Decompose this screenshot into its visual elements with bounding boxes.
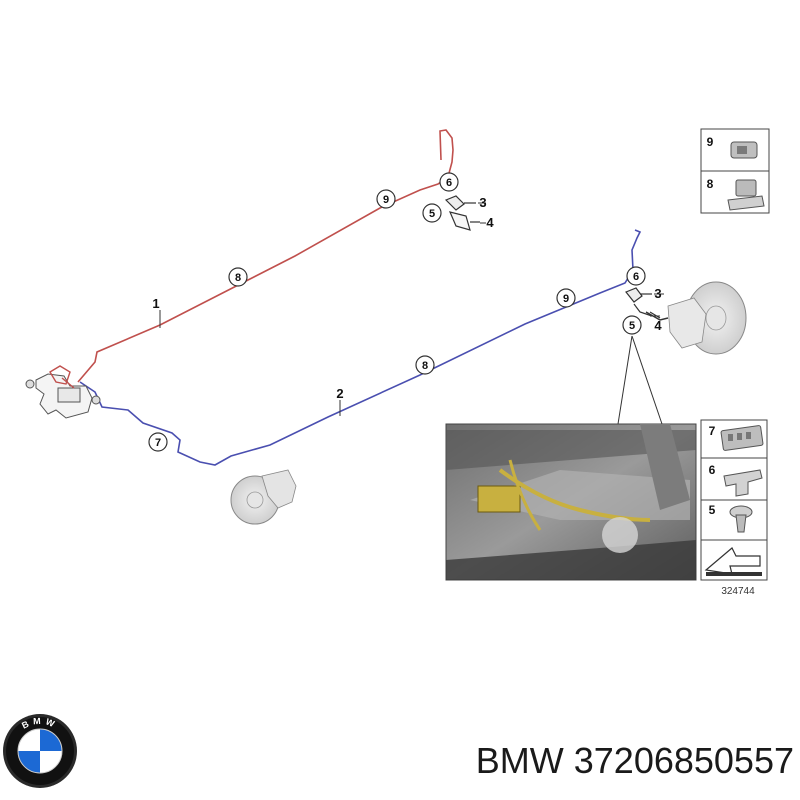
svg-text:7: 7 (709, 424, 716, 438)
callout-7-bottom: 7 (148, 432, 168, 452)
bracket-icon (723, 469, 763, 497)
rear-brake-disc-left (230, 469, 297, 525)
callout-8-bottom: 8 (415, 355, 435, 375)
part-number: 37206850557 (573, 740, 794, 781)
legend-item-7: 7 (709, 424, 764, 451)
label-part-3-top: 3 (479, 195, 486, 210)
holder-icon (727, 179, 765, 211)
svg-text:8: 8 (422, 360, 428, 372)
left-valve-assembly (25, 373, 101, 419)
callout-5-bottom: 5 (622, 315, 642, 335)
photo-inset (445, 423, 697, 581)
callout-group-bottom: 9 8 7 6 5 (148, 266, 646, 452)
arrow-icon (704, 547, 762, 576)
legend-top: 9 8 (700, 128, 770, 214)
brake-line-1 (77, 129, 454, 383)
callout-8-top: 8 (228, 267, 248, 287)
svg-text:9: 9 (707, 135, 714, 149)
svg-text:6: 6 (633, 271, 639, 283)
svg-text:9: 9 (563, 293, 569, 305)
reference-number: 324744 (721, 586, 755, 597)
multi-clip-icon (720, 425, 764, 451)
legend-item-8: 8 (707, 177, 765, 211)
callout-group-top: 9 8 6 5 (228, 172, 459, 287)
svg-text:9: 9 (383, 194, 389, 206)
push-rivet-icon (729, 505, 753, 533)
left-valve-red-stub (49, 365, 75, 389)
label-part-1: 1 (152, 296, 159, 311)
callout-9-top: 9 (376, 189, 396, 209)
legend-item-9: 9 (707, 135, 758, 159)
svg-text:5: 5 (629, 320, 635, 332)
label-part-4-bottom: 4 (654, 318, 662, 333)
rear-brake-disc-right (645, 281, 747, 355)
brake-line-2 (79, 229, 642, 466)
callout-6-top: 6 (439, 172, 459, 192)
callout-9-bottom: 9 (556, 288, 576, 308)
svg-text:8: 8 (707, 177, 714, 191)
brand-name: BMW (475, 740, 564, 781)
clip-icon (730, 141, 758, 159)
legend-item-6: 6 (709, 463, 763, 497)
brand-part-number: BMW 37206850557 (408, 738, 794, 784)
legend-bottom: 7 6 5 (700, 419, 768, 581)
label-part-2: 2 (336, 386, 343, 401)
svg-text:6: 6 (709, 463, 716, 477)
svg-text:6: 6 (446, 177, 452, 189)
svg-text:7: 7 (155, 437, 161, 449)
svg-text:8: 8 (235, 272, 241, 284)
bottom-hose-bracket (625, 287, 661, 319)
svg-text:5: 5 (429, 208, 435, 220)
label-part-4-top: 4 (486, 215, 494, 230)
legend-item-5: 5 (709, 503, 753, 533)
callout-6-bottom: 6 (626, 266, 646, 286)
leader-lines (159, 202, 664, 425)
label-part-3-bottom: 3 (654, 286, 661, 301)
top-hose-bracket (444, 195, 480, 231)
callout-5-top: 5 (422, 203, 442, 223)
bmw-logo-icon: BMW (3, 714, 77, 788)
svg-text:5: 5 (709, 503, 716, 517)
